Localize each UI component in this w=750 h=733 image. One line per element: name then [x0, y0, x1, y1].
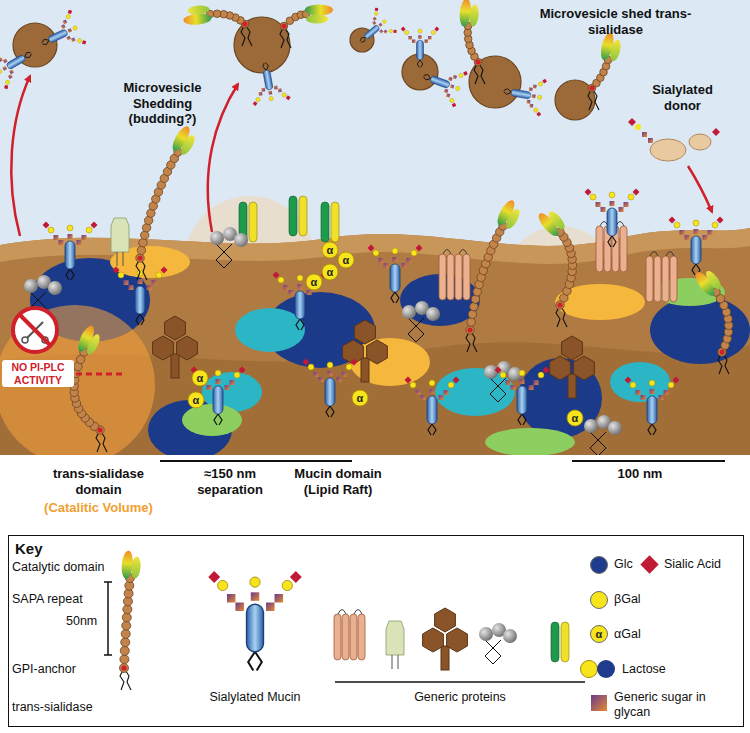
alpha-gal-mark: α [568, 411, 582, 425]
lactose-glc [597, 660, 615, 678]
legend-text: βGal [614, 592, 674, 607]
key-label: Sialylated Mucin [190, 690, 320, 705]
alpha-gal-mark: α [353, 391, 367, 405]
key-label: SAPA repeat [12, 592, 102, 607]
legend-text: Sialic Acid [664, 557, 739, 572]
warning-label: NO PI-PLC ACTIVITY [2, 360, 74, 387]
scale-bar [160, 460, 352, 462]
alpha-gal-mark: α [592, 627, 606, 641]
alpha-gal-mark: α [193, 371, 207, 385]
legend-swatch [640, 555, 658, 573]
region-label: trans-sialidase domain [36, 466, 161, 497]
region-label: Mucin domain (Lipid Raft) [282, 466, 394, 497]
scale-bar [572, 460, 725, 462]
alpha-gal-mark: α [189, 393, 203, 407]
key-label: Generic proteins [385, 690, 535, 705]
dimension-label: 100 nm [600, 466, 680, 482]
legend-swatch [590, 556, 608, 574]
legend-text: Generic sugar in glycan [614, 690, 726, 720]
legend-swatch [580, 660, 616, 678]
legend-swatch [590, 591, 608, 609]
key-label: Catalytic domain [12, 560, 118, 575]
callout-label: Sialylated donor [635, 82, 730, 113]
callout-label: Microvesicle shed trans-sialidase [528, 6, 703, 37]
legend-text: Lactose [622, 662, 702, 677]
alpha-gal-mark: α [323, 243, 337, 257]
dimension-label: 50nm [66, 614, 104, 629]
legend-swatch [591, 695, 607, 711]
legend-text: αGal [614, 627, 674, 642]
cell-surface [0, 0, 750, 455]
key-label: GPI-anchor [12, 662, 112, 677]
callout-label: Microvesicle Shedding (budding?) [110, 80, 215, 127]
alpha-gal-mark: α [339, 253, 353, 267]
alpha-gal-mark: α [307, 275, 321, 289]
region-label: (Catalitic Volume) [36, 500, 161, 516]
key-heading: Key [15, 540, 749, 557]
lactose-gal [580, 660, 598, 678]
key-label: trans-sialidase [12, 700, 124, 715]
alpha-gal-mark: α [323, 265, 337, 279]
dimension-label: ≈150 nm separation [178, 466, 282, 497]
